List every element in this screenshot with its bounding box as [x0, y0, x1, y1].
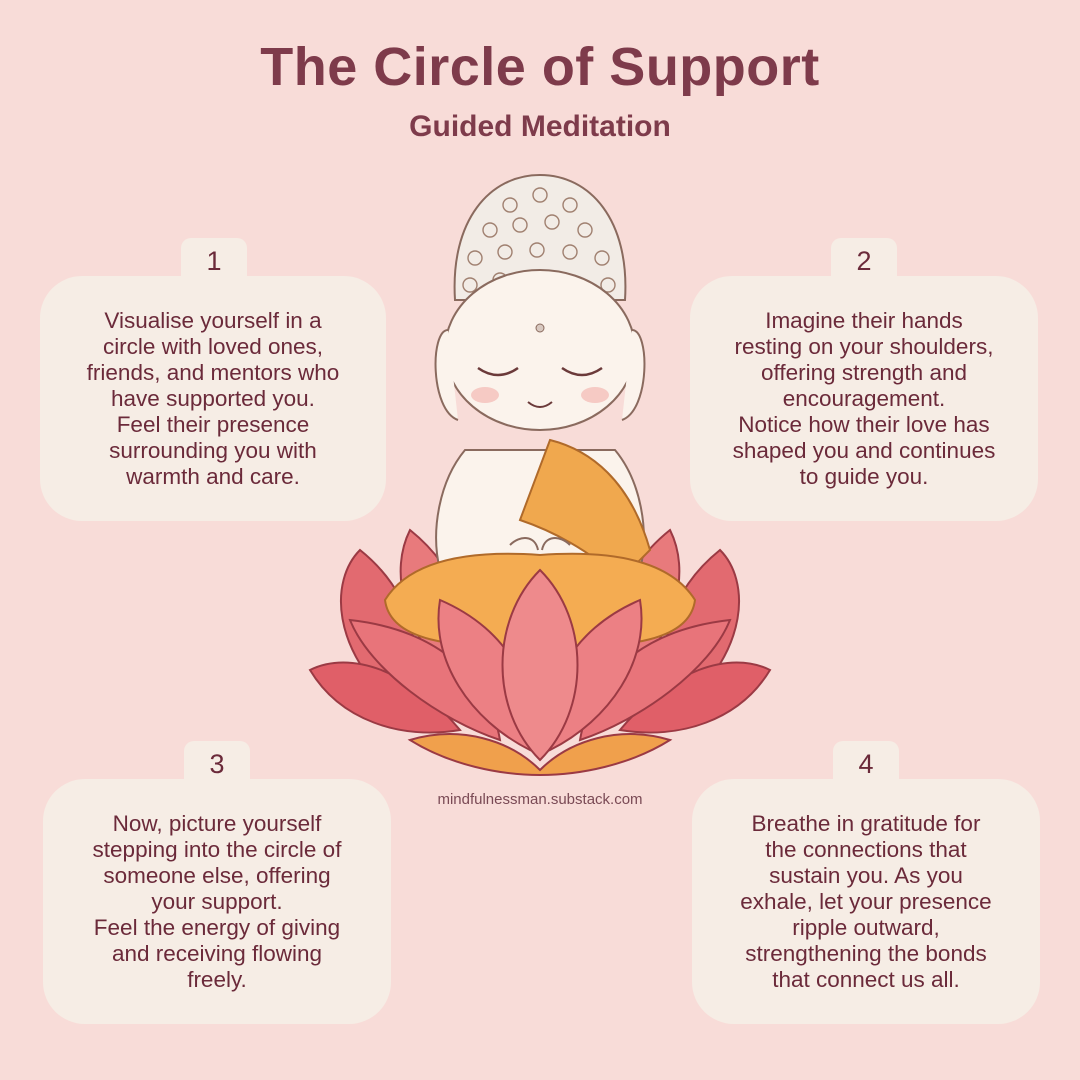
buddha-head — [434, 173, 646, 431]
lotus-front-petals — [348, 568, 732, 777]
source-watermark: mindfulnessman.substack.com — [437, 791, 643, 808]
page-title: The Circle of Support — [260, 37, 820, 97]
buddha-lotus-illustration — [308, 173, 772, 777]
page-subtitle: Guided Meditation — [409, 110, 671, 143]
